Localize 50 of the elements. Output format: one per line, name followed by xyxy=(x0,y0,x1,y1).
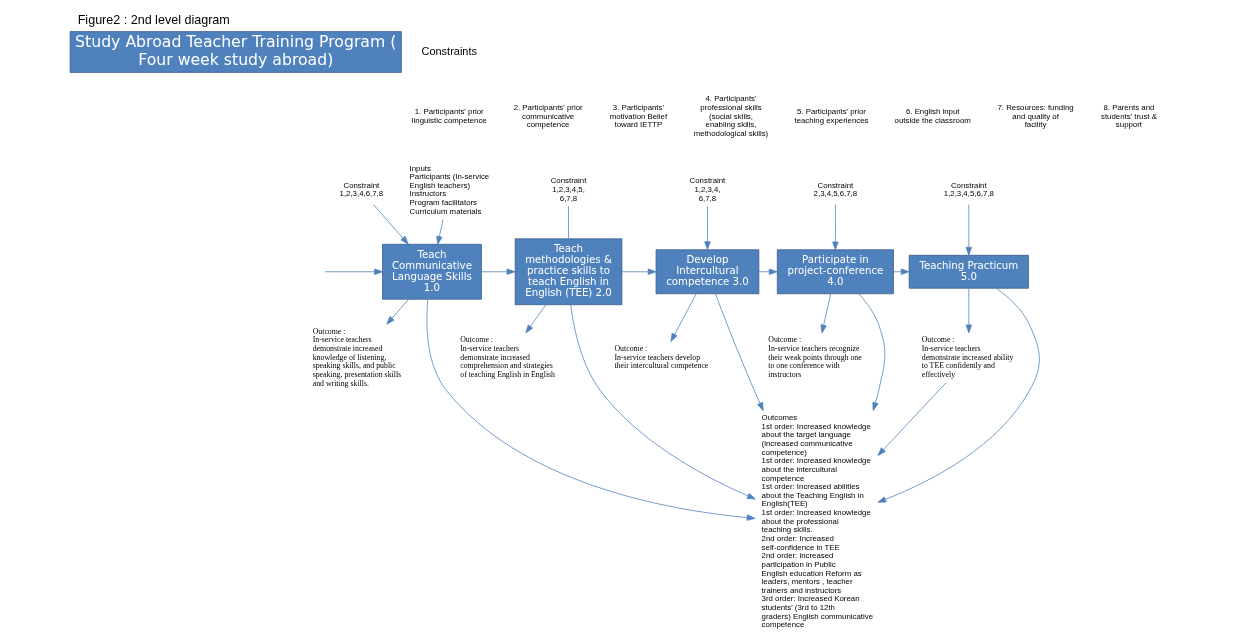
node-text: Constraint 2,3,4,5,6,7,8 xyxy=(813,180,858,199)
arrow xyxy=(621,268,657,275)
label: 7. Resources: funding and quality of facility xyxy=(997,103,1074,130)
node-box: Teach Communicative Language Skills 1.0 xyxy=(382,243,482,300)
connector xyxy=(568,205,569,240)
arrow xyxy=(670,293,697,342)
node-box: Teaching Practicum 5.0 xyxy=(908,254,1029,289)
arrow xyxy=(893,268,910,275)
arrow xyxy=(525,304,547,334)
arrow xyxy=(965,288,972,334)
arrow xyxy=(436,219,444,245)
arrow xyxy=(858,293,886,411)
node-text: Constraint 1,2,3,4,6,7,8 xyxy=(339,180,384,199)
label: 6. English input outside the classroom xyxy=(894,107,971,126)
node-text: Constraint 1,2,3,4,5, 6,7,8 xyxy=(550,176,587,203)
label: 8. Parents and students' trust & support xyxy=(1100,103,1157,130)
node-text: Outcome : In-service teachers demonstrate increased comprehension and strategies of teaching English in English xyxy=(460,335,556,379)
node-box: Study Abroad Teacher Training Program ( Four week study abroad) xyxy=(69,31,402,73)
diagram-title: Figure2 : 2nd level diagram xyxy=(77,13,230,28)
node-box: Develop Intercultural competence 3.0 xyxy=(655,249,760,295)
arrow xyxy=(715,293,764,412)
arrow xyxy=(820,293,831,334)
node-text: Constraint 1,2,3,4, 6,7,8 xyxy=(689,176,726,203)
node-text: Inputs Participants (In-service English teachers) Instructors Program facilitators Curriculum materials xyxy=(409,163,490,216)
node-text: Outcome : In-service teachers recognize their weak points through one to one conference with instructors xyxy=(768,335,862,379)
arrow xyxy=(832,204,839,251)
node-text: Outcome : In-service teachers develop their intercultural competence xyxy=(614,344,709,371)
label: 2. Participants' prior communicative competence xyxy=(513,103,583,130)
arrow xyxy=(877,287,1040,503)
label: Constraints xyxy=(421,44,477,57)
label: 3. Participants' motivation Belief toward IETTP xyxy=(609,103,668,130)
node-text: Outcome : In-service teachers demonstrate increased knowledge of listening, speaking skills, and public speaking, presentation skills and writing skills. xyxy=(312,326,402,388)
arrow xyxy=(372,204,409,245)
arrow xyxy=(570,304,756,500)
label: 5. Participants' prior teaching experiences xyxy=(794,107,869,126)
arrow xyxy=(386,298,409,325)
arrow xyxy=(758,268,778,275)
label: 1. Participants' prior linguistic competence xyxy=(411,107,487,126)
node-text: Outcome : In-service teachers demonstrate increased ability to TEE confidently and effectively xyxy=(921,335,1014,379)
label: 4. Participants' professional skills (social skills, enabling skills, methodological skills) xyxy=(693,94,769,138)
node-text: Constraint 1,2,3,4,5,6,7,8 xyxy=(943,180,994,199)
node-box: Teach methodologies & practice skills to teach English in English (TEE) 2.0 xyxy=(514,238,623,306)
arrow xyxy=(965,204,972,256)
node-text: Outcomes 1st order: Increased knowledge about the target language (increased communicative competence) 1st order: Increased knowledge about the intercultural competence 1st order: Increased abilities about the Teaching English in English(TEE) 1st order: Increased knowledge about the professional teaching skills. 2nd order: Increased self-confidence in TEE 2nd order: increased participation in Public English education Reform as leaders, mentors , teacher trainers and instructors 3rd order: Increased Korean students' (3rd to 12th graders) English communicative competence xyxy=(761,413,873,630)
node-box: Participate in project-conference 4.0 xyxy=(776,249,894,295)
arrow xyxy=(704,205,711,250)
arrow xyxy=(426,299,756,521)
arrow xyxy=(481,268,516,275)
arrow xyxy=(326,268,383,275)
arrow xyxy=(877,382,947,456)
